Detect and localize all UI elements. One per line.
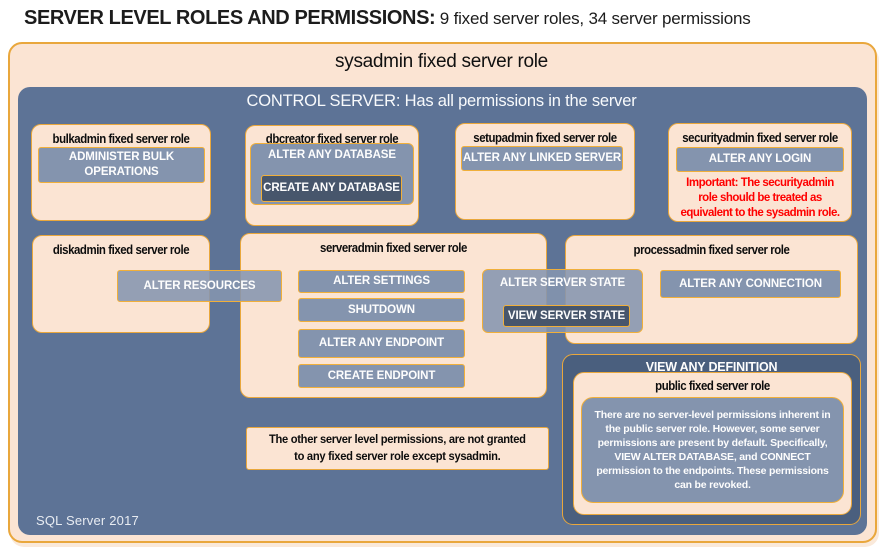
role-box-setupadmin: setupadmin fixed server role: [455, 123, 635, 220]
permission-label: ALTER ANY LINKED SERVER: [462, 152, 622, 164]
public-role-description: There are no server-level permissions in…: [581, 397, 844, 503]
permission-label: CREATE ENDPOINT: [327, 369, 436, 382]
permission-label: ALTER ANY ENDPOINT: [318, 337, 445, 349]
role-title-diskadmin: diskadmin fixed server role: [52, 242, 190, 257]
page-title-sub: 9 fixed server roles, 34 server permissi…: [435, 9, 751, 28]
permission-label: ALTER SETTINGS: [333, 275, 430, 287]
permission-alter-any-endpoint: ALTER ANY ENDPOINT: [298, 329, 465, 358]
permission-label: VIEW SERVER STATE: [507, 309, 626, 322]
role-title-public: public fixed server role: [655, 378, 770, 393]
page-title-main: SERVER LEVEL ROLES AND PERMISSIONS:: [24, 7, 436, 29]
role-title-serveradmin: serveradmin fixed server role: [320, 240, 467, 255]
permission-alter-any-login: ALTER ANY LOGIN: [676, 147, 844, 172]
permission-label: ALTER ANY LOGIN: [708, 153, 812, 165]
permission-label: ALTER SERVER STATE: [499, 277, 626, 289]
control-server-label: CONTROL SERVER: Has all permissions in t…: [246, 92, 637, 110]
role-title-securityadmin: securityadmin fixed server role: [682, 130, 838, 145]
permission-label: ADMINISTER BULK OPERATIONS: [68, 151, 175, 178]
permission-alter-settings: ALTER SETTINGS: [298, 270, 465, 293]
permission-label: CREATE ANY DATABASE: [263, 182, 400, 194]
other-permissions-note-text: The other server level permissions, are …: [269, 433, 526, 463]
permission-view-server-state: VIEW SERVER STATE: [503, 305, 630, 327]
footer-version: SQL Server 2017: [36, 513, 139, 528]
permission-alter-any-linked-server: ALTER ANY LINKED SERVER: [461, 146, 623, 171]
role-title-processadmin: processadmin fixed server role: [633, 242, 790, 257]
permission-view-any-definition: VIEW ANY DEFINITION: [645, 360, 778, 374]
permission-alter-any-connection: ALTER ANY CONNECTION: [660, 270, 841, 298]
securityadmin-warning: Important: The securityadmin role should…: [680, 177, 840, 219]
sysadmin-role-label: sysadmin fixed server role: [335, 51, 548, 72]
permission-label: ALTER RESOURCES: [143, 279, 256, 292]
permission-label: SHUTDOWN: [348, 303, 415, 316]
role-title-bulkadmin: bulkadmin fixed server role: [52, 131, 190, 146]
role-title-setupadmin: setupadmin fixed server role: [473, 130, 617, 145]
permission-create-any-database: CREATE ANY DATABASE: [261, 175, 402, 202]
permission-label: ALTER ANY DATABASE: [268, 149, 396, 161]
permission-shutdown: SHUTDOWN: [298, 298, 465, 322]
permission-administer-bulk-operations: ADMINISTER BULK OPERATIONS: [38, 147, 205, 183]
permission-create-endpoint: CREATE ENDPOINT: [298, 364, 465, 388]
other-permissions-note: The other server level permissions, are …: [246, 427, 549, 470]
role-box-securityadmin: securityadmin fixed server role: [668, 123, 852, 222]
role-title-dbcreator: dbcreator fixed server role: [265, 131, 399, 146]
permission-label: ALTER ANY CONNECTION: [679, 277, 822, 290]
permission-alter-resources: ALTER RESOURCES: [117, 270, 282, 302]
public-role-description-text: There are no server-level permissions in…: [594, 409, 831, 491]
page-title: SERVER LEVEL ROLES AND PERMISSIONS: 9 fi…: [24, 7, 874, 30]
